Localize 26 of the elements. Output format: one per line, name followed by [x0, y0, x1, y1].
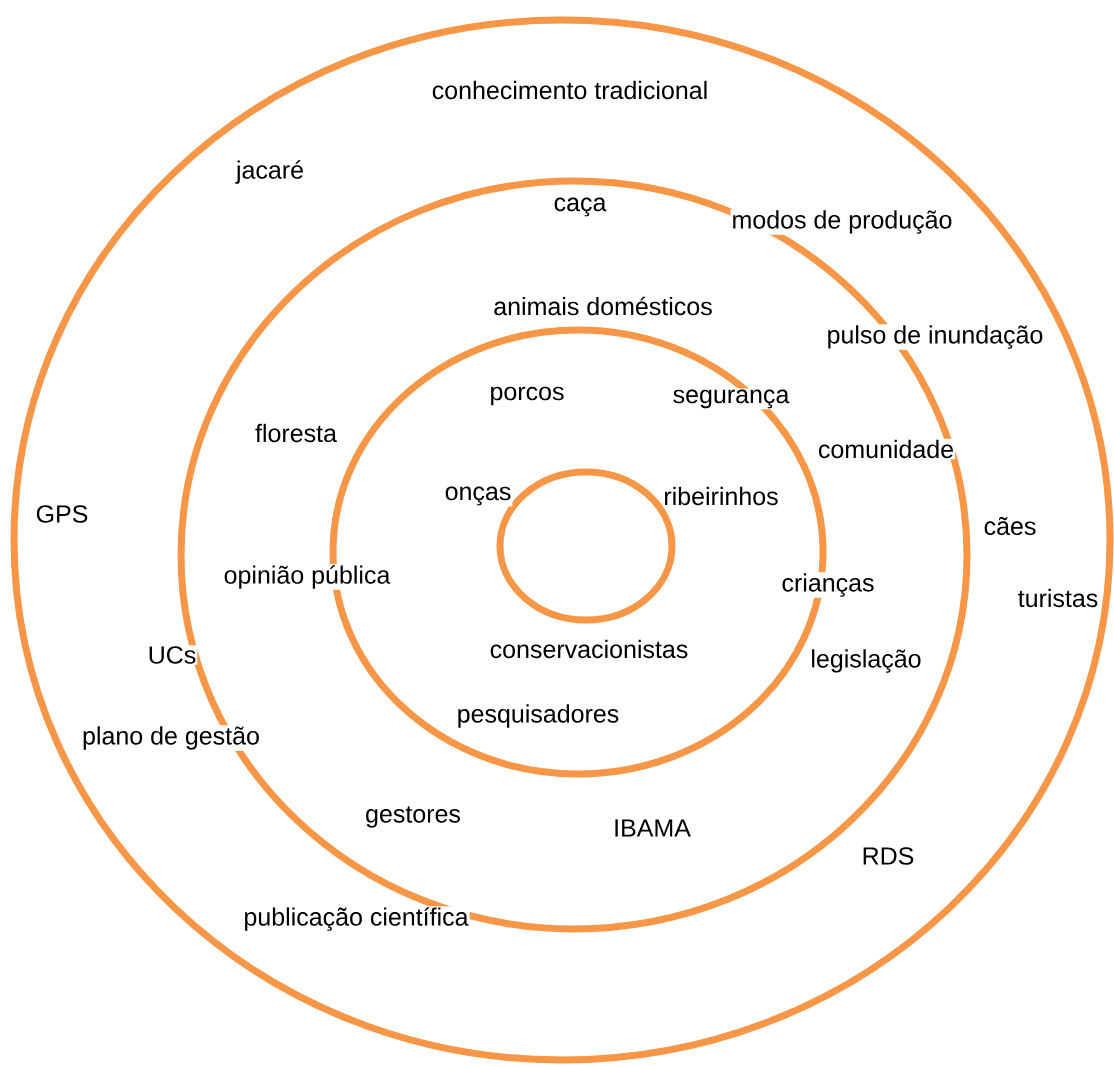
label-text: ribeirinhos — [662, 485, 780, 507]
label-text: floresta — [254, 422, 338, 444]
label-text: pesquisadores — [455, 703, 621, 729]
label-text: porcos — [488, 385, 566, 407]
label-text: segurança — [671, 388, 791, 410]
label-text: IBAMA — [612, 818, 692, 838]
label-text: legislação — [809, 648, 923, 674]
ring-ellipse — [10, 16, 1114, 1064]
label-text: plano de gestão — [81, 725, 261, 751]
label-text: modos de produção — [730, 209, 954, 235]
label-text: GPS — [34, 504, 90, 524]
label-text: pulso de inundação — [825, 324, 1045, 350]
label-text: crianças — [780, 572, 876, 598]
label-text: cães — [982, 515, 1038, 537]
label-text: UCs — [146, 645, 198, 665]
label-text: caça — [552, 196, 608, 218]
label-text: comunidade — [816, 438, 956, 460]
label-text: turistas — [1016, 587, 1100, 609]
label-text: publicação científica — [242, 906, 470, 932]
label-text: animais domésticos — [492, 295, 714, 317]
label-text: jacaré — [234, 159, 306, 185]
label-text: conhecimento tradicional — [430, 79, 710, 101]
label-text: RDS — [860, 846, 916, 866]
label-text: onças — [443, 485, 513, 507]
label-text: opinião pública — [222, 564, 392, 590]
label-text: gestores — [364, 805, 462, 829]
